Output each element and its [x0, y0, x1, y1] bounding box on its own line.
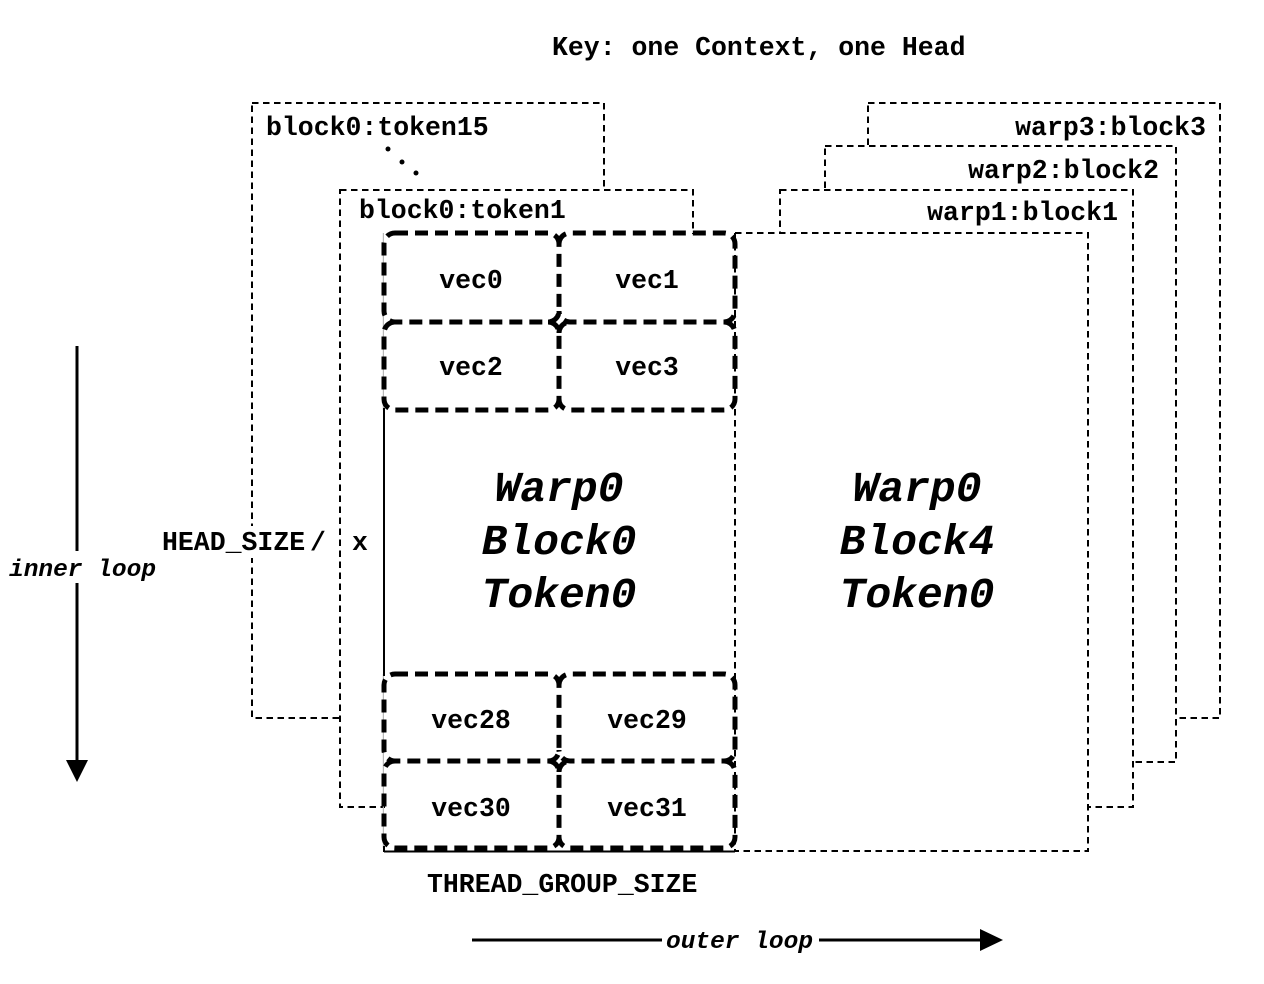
svg-text:warp3:block3: warp3:block3 [1015, 113, 1206, 143]
svg-text:Token0: Token0 [840, 571, 995, 620]
svg-text:vec2: vec2 [439, 353, 503, 383]
svg-text:vec1: vec1 [615, 266, 679, 296]
svg-text:x: x [352, 528, 368, 558]
svg-text:Key: one Context, one Head: Key: one Context, one Head [552, 33, 965, 63]
svg-text:Block0: Block0 [482, 518, 637, 567]
svg-text:vec3: vec3 [615, 353, 679, 383]
svg-text:/: / [310, 528, 326, 558]
svg-text:vec31: vec31 [607, 794, 687, 824]
svg-text:Block4: Block4 [840, 518, 995, 567]
svg-text:warp1:block1: warp1:block1 [927, 198, 1118, 228]
svg-text:outer loop: outer loop [666, 929, 813, 956]
svg-text:Token0: Token0 [482, 571, 637, 620]
svg-text:vec0: vec0 [439, 266, 503, 296]
svg-text:vec29: vec29 [607, 706, 687, 736]
svg-text:inner loop: inner loop [9, 557, 156, 584]
svg-text:THREAD_GROUP_SIZE: THREAD_GROUP_SIZE [427, 870, 697, 900]
svg-text:block0:token1: block0:token1 [359, 196, 566, 226]
svg-text:Warp0: Warp0 [494, 465, 623, 514]
svg-text:block0:token15: block0:token15 [266, 113, 489, 143]
svg-text:HEAD_SIZE: HEAD_SIZE [162, 528, 305, 558]
svg-text:Warp0: Warp0 [852, 465, 981, 514]
svg-text:warp2:block2: warp2:block2 [968, 156, 1159, 186]
svg-text:vec28: vec28 [431, 706, 511, 736]
svg-text:vec30: vec30 [431, 794, 511, 824]
